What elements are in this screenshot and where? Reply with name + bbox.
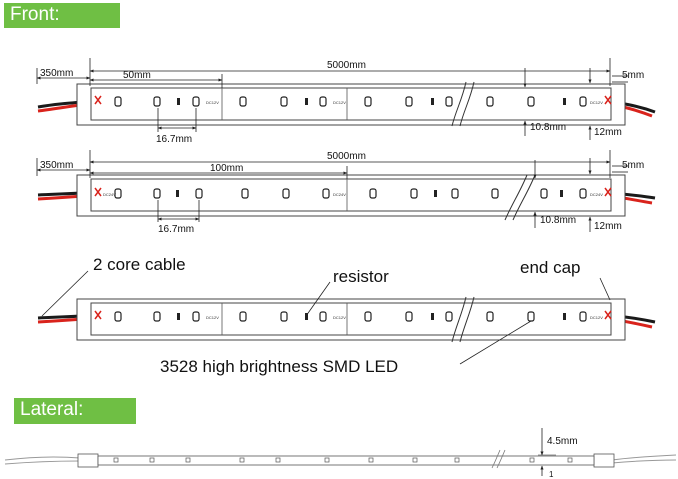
svg-text:DC12V: DC12V: [206, 100, 219, 105]
lateral-height: 4.5mm: [547, 436, 578, 447]
svg-text:DC12V: DC12V: [206, 315, 219, 320]
svg-text:DC12V: DC12V: [333, 100, 346, 105]
resistor-callout: resistor: [333, 267, 389, 286]
strip-2-resistors: [176, 190, 563, 197]
lateral-base-mark: 1: [549, 470, 554, 479]
strip-1-end-cap-width: 12mm: [594, 127, 622, 138]
cable-callout: 2 core cable: [93, 255, 186, 274]
strip-2-end-cap-width: 12mm: [594, 221, 622, 232]
strip-3-leds: [114, 311, 587, 322]
strip-1-segment-length: 50mm: [123, 70, 151, 81]
svg-text:DC24V: DC24V: [103, 192, 116, 197]
strip-1: DC12V DC12V DC12V 350mm 50mm 5000mm 16.7…: [36, 58, 656, 145]
resistor-leader-line: [305, 281, 331, 317]
lateral-strip-body: [97, 455, 595, 466]
svg-text:DC24V: DC24V: [590, 192, 603, 197]
front-section-label: Front:: [4, 3, 120, 28]
strip-1-end-offset: 5mm: [622, 70, 644, 81]
strip-2-end-offset: 5mm: [622, 160, 644, 171]
strip-1-resistors: [177, 98, 566, 105]
lateral-view: 4.5mm 1: [4, 428, 677, 479]
svg-text:DC12V: DC12V: [333, 315, 346, 320]
svg-text:DC24V: DC24V: [333, 192, 346, 197]
strip-3-resistors: [177, 313, 566, 320]
strip-2-segment-length: 100mm: [210, 163, 243, 174]
strip-1-total-length: 5000mm: [327, 60, 366, 71]
strip-2-cable-length: 350mm: [40, 160, 73, 171]
led-leader-line: [459, 320, 532, 365]
lateral-section-label: Lateral:: [14, 398, 136, 424]
strip-2-leds: [114, 188, 587, 199]
end-cap-leader-line: [599, 277, 611, 301]
strip-1-led-pitch: 16.7mm: [156, 134, 192, 145]
strip-1-leds: [114, 96, 587, 107]
end-cap-callout: end cap: [520, 258, 581, 277]
strip-3: DC12V DC12V DC12V: [37, 270, 656, 365]
strip-2: DC24V DC24V DC24V 350mm 100mm 5000mm 16.…: [36, 150, 656, 235]
strip-2-pcb: [90, 178, 612, 212]
led-callout: 3528 high brightness SMD LED: [160, 357, 399, 376]
strip-2-led-pitch: 16.7mm: [158, 224, 194, 235]
strip-2-width: 10.8mm: [540, 215, 576, 226]
svg-text:DC12V: DC12V: [590, 315, 603, 320]
svg-text:DC12V: DC12V: [590, 100, 603, 105]
strip-2-total-length: 5000mm: [327, 151, 366, 162]
strip-1-cable-length: 350mm: [40, 68, 73, 79]
cable-leader-line: [41, 270, 89, 317]
strip-1-width: 10.8mm: [530, 122, 566, 133]
